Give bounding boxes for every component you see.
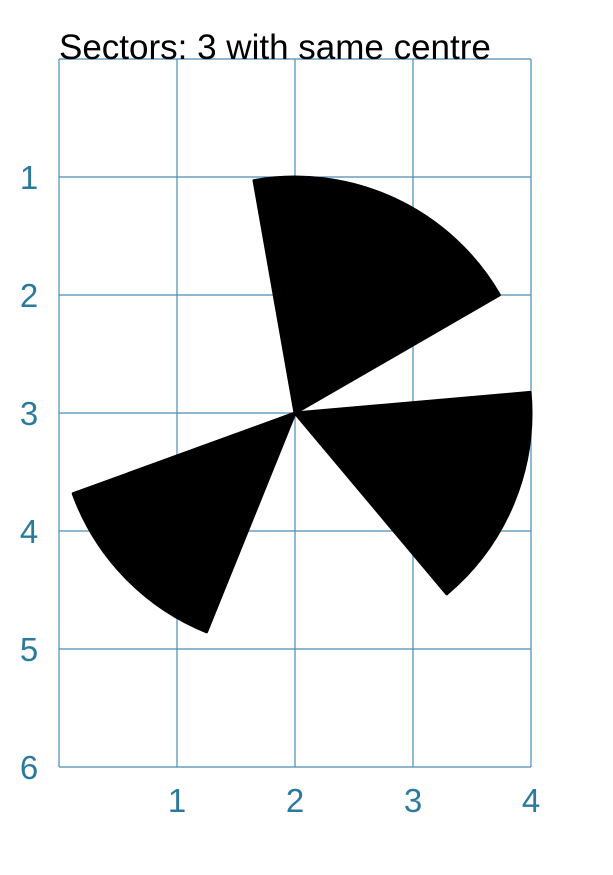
y-tick-label: 3 bbox=[20, 395, 38, 432]
diagram-title: Sectors: 3 with same centre bbox=[59, 28, 491, 67]
sectors-group bbox=[71, 175, 533, 634]
y-tick-label: 2 bbox=[20, 277, 38, 314]
sector-left bbox=[71, 411, 297, 634]
y-tick-label: 1 bbox=[20, 159, 38, 196]
y-tick-label: 4 bbox=[20, 513, 38, 550]
x-tick-label: 3 bbox=[404, 782, 422, 819]
x-tick-label: 2 bbox=[286, 782, 304, 819]
tick-labels: 1 2 3 4 1 2 3 4 5 6 bbox=[20, 159, 540, 819]
sector-up bbox=[252, 175, 501, 415]
sector-right bbox=[293, 390, 533, 596]
x-tick-label: 1 bbox=[168, 782, 186, 819]
x-tick-label: 4 bbox=[522, 782, 540, 819]
y-tick-label: 6 bbox=[20, 749, 38, 786]
y-tick-label: 5 bbox=[20, 631, 38, 668]
